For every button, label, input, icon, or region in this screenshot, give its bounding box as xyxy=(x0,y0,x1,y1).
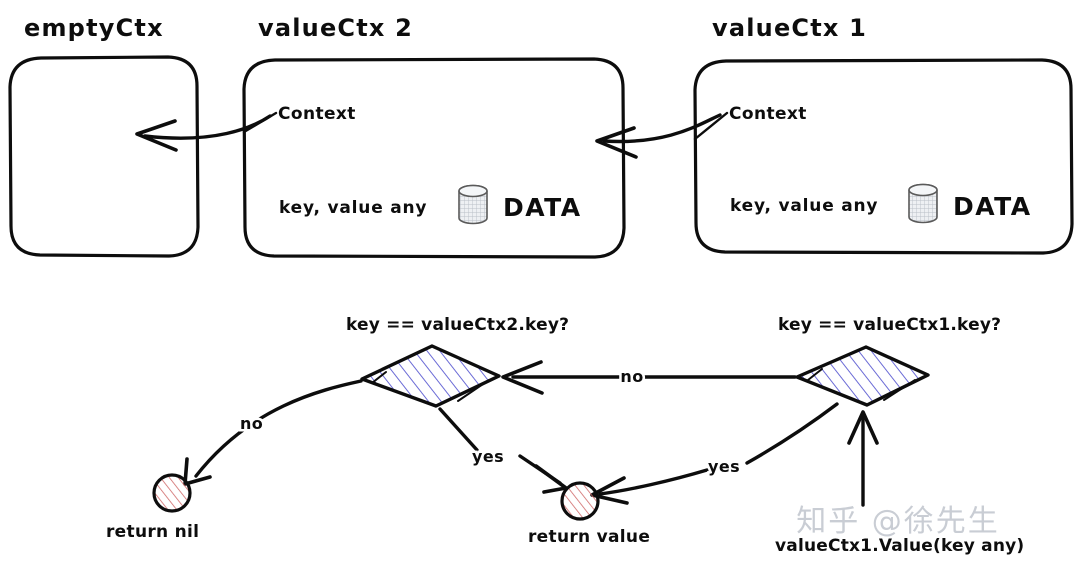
database-cylinder-icon xyxy=(908,183,938,224)
watermark: 知乎 @徐先生 xyxy=(796,504,1000,539)
valuectx1-data-label: DATA xyxy=(953,192,1032,221)
terminal-label-return-nil: return nil xyxy=(106,522,199,542)
box-emptyctx xyxy=(8,55,200,258)
edge-yes-valuectx1-to-return-value: yes xyxy=(590,402,839,505)
edge-yes-valuectx2-to-return-value: yes xyxy=(438,407,568,494)
decision-label-valuectx1: key == valueCtx1.key? xyxy=(778,315,1001,335)
decision-label-valuectx2: key == valueCtx2.key? xyxy=(346,315,569,335)
entry-call-label: valueCtx1.Value(key any) xyxy=(775,536,1024,556)
terminal-label-return-value: return value xyxy=(528,527,650,547)
edge-label-yes-1: yes xyxy=(472,447,504,466)
decision-diamond-valuectx2 xyxy=(360,344,501,408)
valuectx1-context-label: Context xyxy=(729,104,807,124)
arrow-valuectx2-to-emptyctx xyxy=(135,114,272,152)
box-valuectx1: Context key, value any DATA xyxy=(693,58,1074,255)
valuectx2-keyvalue-label: key, value any xyxy=(279,198,427,218)
edge-no-valuectx2-to-return-nil: no xyxy=(183,379,363,486)
database-cylinder-icon xyxy=(458,184,488,225)
edge-no-valuectx1-to-valuectx2: no xyxy=(501,360,797,395)
box-title-emptyctx: emptyCtx xyxy=(24,14,164,42)
terminal-return-nil: return nil xyxy=(106,473,199,542)
valuectx2-data-label: DATA xyxy=(503,193,582,222)
edge-label-no-2: no xyxy=(240,414,263,433)
box-title-valuectx2: valueCtx 2 xyxy=(258,14,413,42)
arrow-valuectx1-to-valuectx2 xyxy=(595,113,722,159)
box-valuectx2: Context key, value any DATA xyxy=(242,57,626,259)
decision-diamond-valuectx1 xyxy=(795,345,930,407)
valuectx1-keyvalue-label: key, value any xyxy=(730,196,878,216)
edge-label-no-1: no xyxy=(620,367,643,386)
edge-label-yes-2: yes xyxy=(708,457,740,476)
terminal-return-value: return value xyxy=(528,481,650,547)
valuectx2-context-label: Context xyxy=(278,104,356,124)
entry-arrow-valuectx1-value: valueCtx1.Value(key any) xyxy=(775,410,1024,556)
box-title-valuectx1: valueCtx 1 xyxy=(712,14,867,42)
valuectx1-context-leader xyxy=(693,111,729,141)
